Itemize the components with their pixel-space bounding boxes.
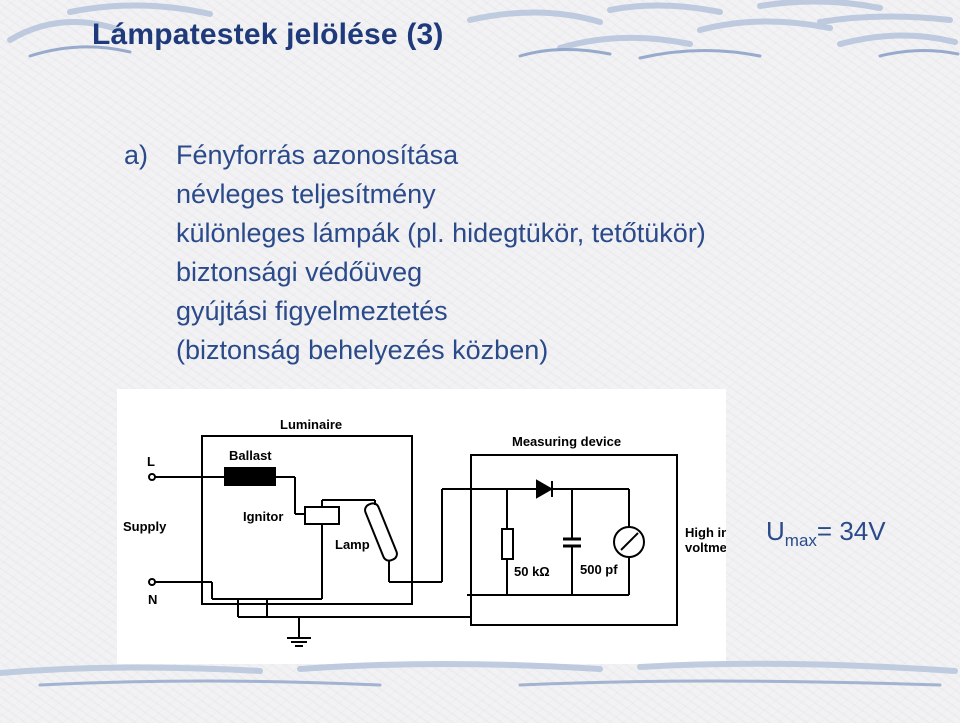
resistor-symbol bbox=[501, 528, 514, 560]
resistor-label: 50 kΩ bbox=[514, 564, 550, 579]
bullet-item: biztonsági védőüveg bbox=[176, 257, 423, 287]
supply-label: Supply bbox=[123, 519, 167, 534]
umax-formula: Umax= 34V bbox=[766, 516, 886, 551]
ignitor-label: Ignitor bbox=[243, 509, 283, 524]
bullet-item: névleges teljesítmény bbox=[176, 179, 436, 209]
bullet-item: különleges lámpák (pl. hidegtükör, tetőt… bbox=[176, 218, 706, 248]
bullet-item: (biztonság behelyezés közben) bbox=[176, 335, 549, 365]
formula-subscript: max bbox=[784, 531, 817, 550]
bullet-item: Fényforrás azonosítása bbox=[176, 140, 459, 170]
terminal-l bbox=[148, 473, 156, 481]
lamp-label: Lamp bbox=[335, 537, 370, 552]
luminaire-label: Luminaire bbox=[280, 417, 342, 432]
diode-symbol bbox=[536, 479, 554, 499]
circuit-schematic: Luminaire Ballast Ignitor Lamp Measuring… bbox=[123, 417, 726, 647]
formula-symbol: U bbox=[766, 516, 785, 546]
voltmeter-label-line1: High in bbox=[685, 525, 726, 540]
bullet-row-1: a) Fényforrás azonosítása bbox=[124, 136, 706, 175]
header-decoration bbox=[7, 0, 960, 60]
measuring-device-box bbox=[470, 454, 678, 626]
measuring-device-label: Measuring device bbox=[512, 434, 621, 449]
bullet-marker: a) bbox=[124, 140, 149, 170]
voltmeter-label-line2: voltme bbox=[685, 540, 726, 555]
ballast-label: Ballast bbox=[229, 448, 272, 463]
terminal-n bbox=[148, 578, 156, 586]
slide-title: Lámpatestek jelölése (3) bbox=[92, 18, 444, 51]
lamp-symbol bbox=[364, 502, 398, 562]
ignitor-symbol bbox=[304, 506, 340, 525]
luminaire-box bbox=[201, 435, 413, 605]
line-label: L bbox=[147, 454, 155, 469]
capacitor-label: 500 pf bbox=[580, 562, 618, 577]
neutral-label: N bbox=[148, 592, 157, 607]
formula-value: = 34V bbox=[816, 516, 886, 546]
footer-decoration bbox=[0, 660, 958, 687]
bullet-list: a) Fényforrás azonosítása névleges teljes… bbox=[124, 136, 706, 370]
ballast-symbol bbox=[224, 467, 276, 486]
circuit-diagram: Luminaire Ballast Ignitor Lamp Measuring… bbox=[117, 389, 726, 664]
bullet-item: gyújtási figyelmeztetés bbox=[176, 296, 448, 326]
